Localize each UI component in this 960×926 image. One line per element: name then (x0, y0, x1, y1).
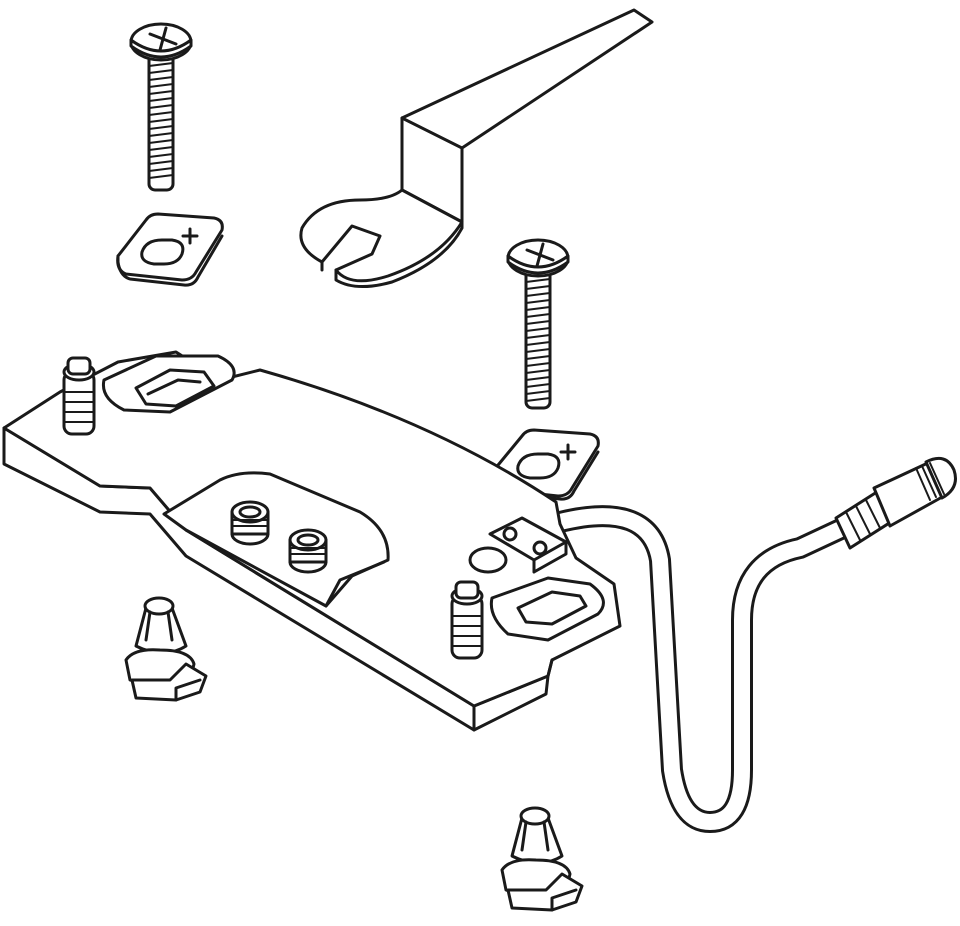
thread-line (525, 397, 551, 402)
mounting-plate-icon (2, 350, 622, 732)
plastic-anchor-icon (500, 806, 584, 912)
thread-line (525, 341, 551, 346)
thread-line (148, 160, 174, 165)
thread-line (525, 369, 551, 374)
thread-line (525, 327, 551, 332)
thread-line (525, 334, 551, 339)
thread-line (148, 125, 174, 130)
thread-line (148, 104, 174, 109)
thread-line (148, 83, 174, 88)
thread-line (148, 97, 174, 102)
thread-line (148, 174, 174, 179)
open-end-wrench-icon (299, 8, 654, 288)
thread-line (148, 153, 174, 158)
thread-line (525, 292, 551, 297)
thread-line (148, 139, 174, 144)
thread-line (148, 62, 174, 67)
thread-line (525, 320, 551, 325)
phillips-screw-icon (506, 238, 570, 410)
thread-line (148, 118, 174, 123)
thread-line (148, 90, 174, 95)
thread-line (525, 355, 551, 360)
slotted-washer-icon (116, 212, 224, 287)
sensor-cable-icon (549, 505, 871, 833)
thread-line (525, 362, 551, 367)
cable-connector-icon (834, 456, 957, 550)
thread-line (525, 299, 551, 304)
thread-line (148, 69, 174, 74)
plastic-anchor-icon (124, 596, 208, 702)
thread-line (525, 390, 551, 395)
thread-line (148, 76, 174, 81)
thread-line (148, 132, 174, 137)
phillips-screw-icon (129, 22, 193, 192)
thread-line (148, 167, 174, 172)
thread-line (525, 278, 551, 283)
thread-line (525, 285, 551, 290)
thread-line (525, 348, 551, 353)
thread-line (525, 306, 551, 311)
thread-line (525, 376, 551, 381)
thread-line (525, 383, 551, 388)
thread-line (148, 111, 174, 116)
thread-line (148, 146, 174, 151)
thread-line (525, 313, 551, 318)
